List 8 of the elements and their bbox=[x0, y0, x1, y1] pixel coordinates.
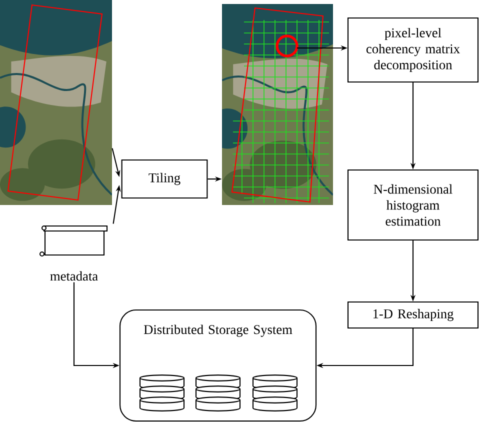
picture bbox=[0, 0, 112, 205]
storage-box: Distributed Storage System bbox=[119, 309, 317, 422]
process-box: pixel-level coherency matrix decomposition bbox=[347, 17, 479, 83]
process-box: 1-D Reshaping bbox=[347, 301, 479, 329]
node-label: metadata bbox=[50, 271, 98, 281]
process-box: N-dimensional histogram estimation bbox=[347, 169, 479, 241]
picture bbox=[222, 4, 333, 205]
process-box: Tiling bbox=[121, 159, 208, 199]
